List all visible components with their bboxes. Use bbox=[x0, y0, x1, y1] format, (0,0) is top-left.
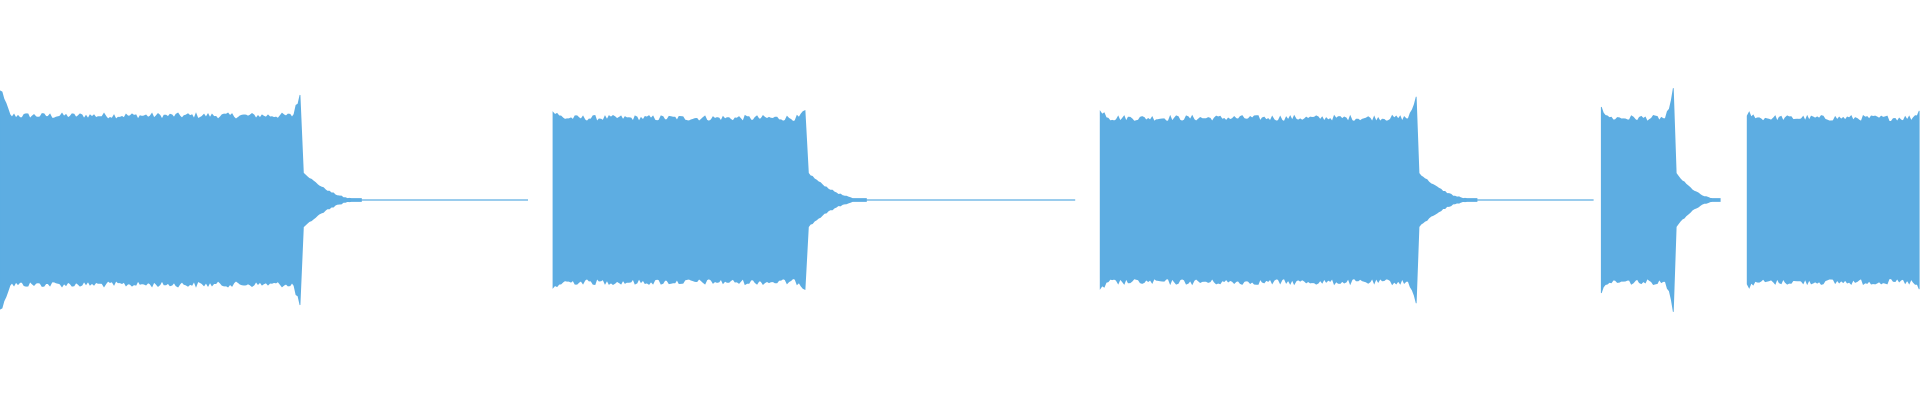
waveform-segment-1 bbox=[0, 90, 362, 310]
waveform-segment-2 bbox=[552, 109, 867, 291]
waveform-segment-4 bbox=[1600, 88, 1721, 312]
waveform-segment-5 bbox=[1746, 110, 1920, 290]
waveform-segment-3 bbox=[1099, 96, 1478, 304]
